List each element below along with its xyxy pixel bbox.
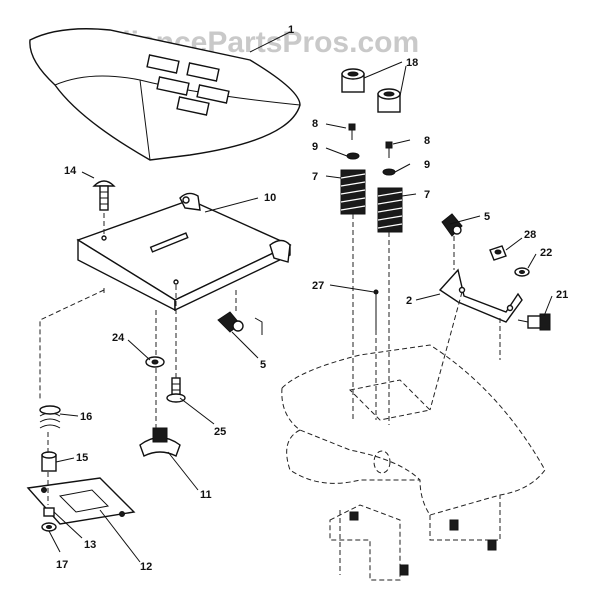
- callout-9-left: 9: [312, 141, 318, 153]
- part-washer-9-right[interactable]: [382, 168, 396, 176]
- callout-2: 2: [406, 295, 412, 307]
- leader-lines: [48, 31, 553, 563]
- part-spring-7-right[interactable]: [377, 187, 403, 233]
- callout-7-right: 7: [424, 189, 430, 201]
- callout-7-left: 7: [312, 171, 318, 183]
- part-bolt-25[interactable]: [166, 377, 186, 403]
- part-washer-9-left[interactable]: [346, 152, 360, 160]
- part-bolt-14[interactable]: [92, 180, 116, 211]
- callout-8-right: 8: [424, 135, 430, 147]
- part-bushing-18-left[interactable]: [341, 68, 365, 93]
- part-spring-16[interactable]: [39, 405, 61, 429]
- callout-10: 10: [264, 192, 276, 204]
- callout-24: 24: [112, 332, 125, 344]
- part-bracket-12[interactable]: [26, 477, 136, 525]
- part-pivot-11[interactable]: [139, 427, 181, 457]
- callout-21: 21: [556, 289, 568, 301]
- frame-outline: [281, 344, 546, 581]
- part-seat[interactable]: [29, 28, 301, 161]
- callout-15: 15: [76, 452, 88, 464]
- part-washer-17[interactable]: [41, 522, 57, 532]
- part-bolt-21[interactable]: [517, 313, 551, 331]
- callout-1: 1: [288, 24, 294, 36]
- assembly-lines: [39, 213, 501, 505]
- callout-28: 28: [524, 229, 536, 241]
- part-washer-24[interactable]: [145, 356, 165, 368]
- callout-5-left: 5: [260, 359, 266, 371]
- callout-27: 27: [312, 280, 324, 292]
- part-nut-13[interactable]: [43, 507, 55, 517]
- callout-8-left: 8: [312, 118, 318, 130]
- callout-labels: 1 18 8 8 9 9 7 7 14 10 5 28 22 27 2 21 2…: [56, 24, 568, 573]
- callout-25: 25: [214, 426, 226, 438]
- callout-13: 13: [84, 539, 96, 551]
- part-spring-7-left[interactable]: [340, 169, 366, 215]
- part-bushing-18-right[interactable]: [377, 88, 401, 113]
- part-knob-5-right[interactable]: [441, 213, 463, 237]
- callout-16: 16: [80, 411, 92, 423]
- part-knob-5-left[interactable]: [217, 311, 263, 335]
- part-bolt-8-right[interactable]: [385, 141, 393, 158]
- part-bolt-8-left[interactable]: [348, 123, 356, 140]
- callout-9-right: 9: [424, 159, 430, 171]
- callout-14: 14: [64, 165, 77, 177]
- part-nut-28[interactable]: [489, 245, 507, 261]
- callout-22: 22: [540, 247, 552, 259]
- part-spacer-15[interactable]: [41, 451, 57, 472]
- part-bracket-2[interactable]: [438, 268, 523, 323]
- part-seat-pan[interactable]: [76, 192, 292, 312]
- part-washer-22[interactable]: [514, 267, 530, 277]
- callout-12: 12: [140, 561, 152, 573]
- callout-17: 17: [56, 559, 68, 571]
- part-pin-27[interactable]: [373, 289, 379, 330]
- callout-18: 18: [406, 57, 418, 69]
- callout-11: 11: [200, 489, 212, 501]
- callout-5-right: 5: [484, 211, 490, 223]
